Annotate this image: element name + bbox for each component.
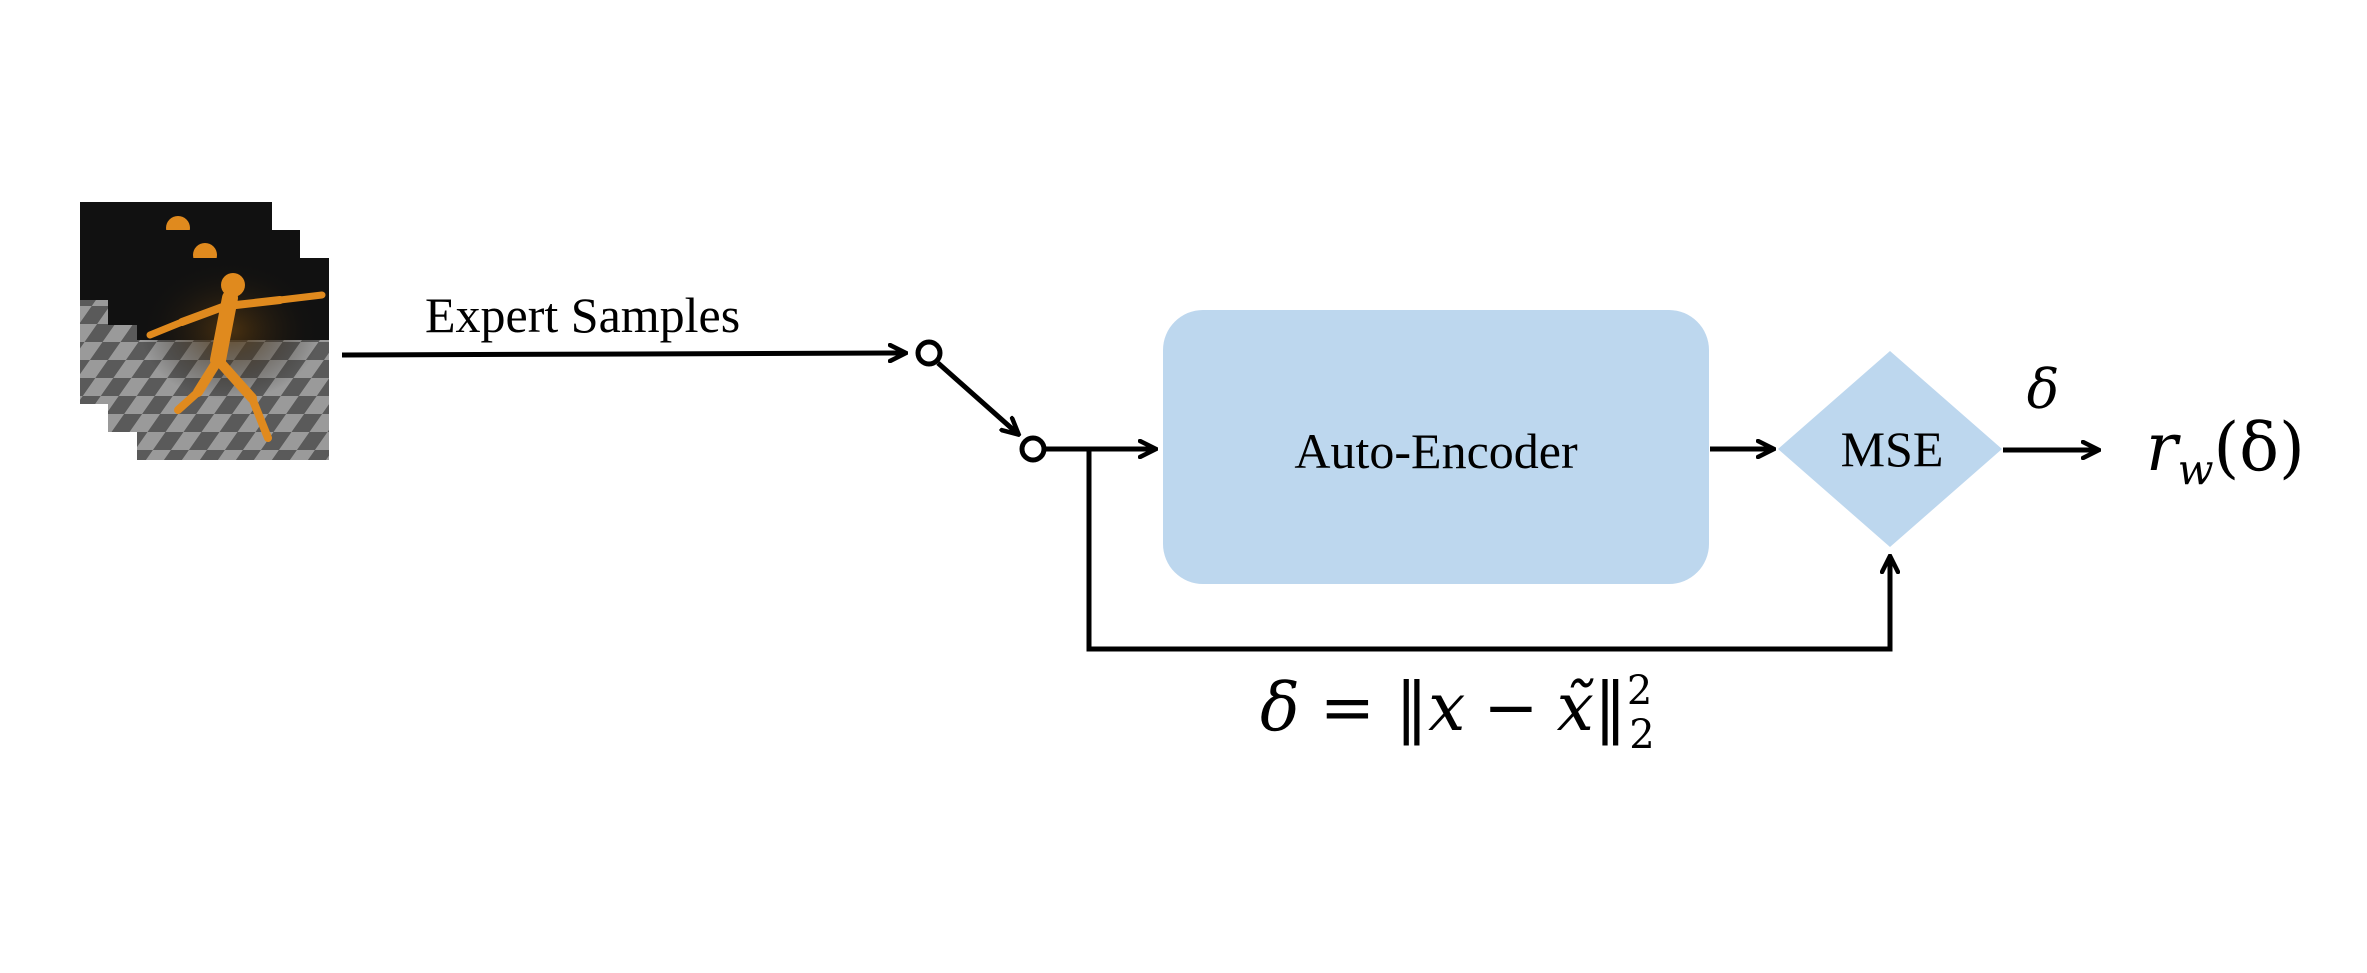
- humanoid-frames-icon: [80, 202, 329, 460]
- expert-samples-label: Expert Samples: [425, 287, 740, 343]
- reward-subscript-w: w: [2178, 445, 2214, 494]
- autoencoder-label: Auto-Encoder: [1294, 423, 1578, 479]
- mse-block: MSE: [1778, 351, 2002, 547]
- humanoid-figure: [146, 273, 326, 442]
- equation-delta: δ: [1260, 669, 1300, 746]
- reward-argument: (δ): [2214, 409, 2305, 486]
- equation-subscript: 2: [1629, 712, 1654, 758]
- equation-x-tilde: x̃: [1557, 669, 1595, 746]
- mse-label: MSE: [1841, 421, 1944, 477]
- equation-norm-open: ‖: [1395, 669, 1428, 746]
- equation-superscript: 2: [1627, 668, 1652, 714]
- delta-output-label: δ: [2027, 358, 2060, 421]
- reward-label: rw(δ): [2146, 409, 2305, 494]
- input-arrow: [341, 353, 905, 355]
- equation-norm-close: ‖: [1594, 669, 1627, 746]
- reward-r: r: [2146, 409, 2181, 486]
- frame-front: [137, 258, 329, 460]
- equation-minus: −: [1483, 669, 1538, 746]
- equation-equals: =: [1320, 669, 1375, 746]
- switch-icon: [915, 339, 1047, 463]
- autoencoder-block: Auto-Encoder: [1163, 310, 1709, 584]
- equation-x: x: [1428, 669, 1465, 746]
- skip-connection-arrow: [1086, 449, 1890, 652]
